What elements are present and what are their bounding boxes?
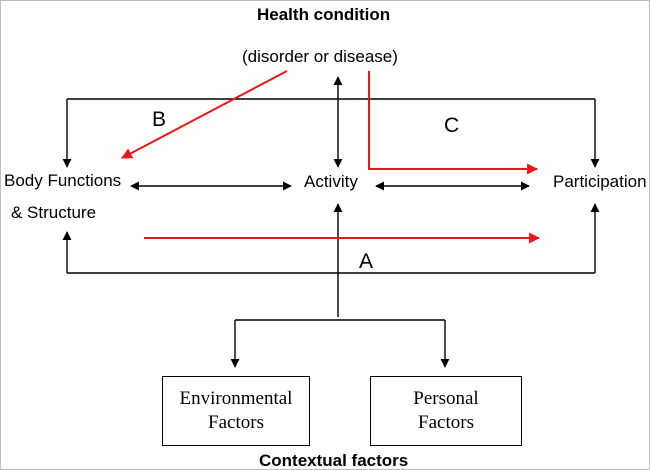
health-condition-subtitle: (disorder or disease) (242, 47, 398, 66)
personal-factors-line1: Personal (413, 388, 479, 410)
body-functions-label: Body Functions (4, 171, 122, 190)
health-condition-title: Health condition (257, 5, 391, 24)
personal-factors-line2: Factors (418, 412, 474, 433)
body-structure-label: & Structure (11, 203, 97, 222)
personal-factors-box: Personal Factors (370, 376, 522, 446)
path-b-arrow (121, 70, 288, 159)
contextual-factors-title: Contextual factors (259, 451, 409, 470)
environmental-factors-line1: Environmental (179, 388, 293, 410)
path-c-arrow (368, 71, 539, 175)
path-c-label: C (444, 114, 460, 137)
environmental-factors-line2: Factors (208, 412, 264, 433)
participation-label: Participation (553, 172, 647, 191)
environmental-factors-box: Environmental Factors (162, 376, 310, 446)
path-b-label: B (152, 108, 167, 131)
path-a-label: A (359, 250, 374, 273)
activity-label: Activity (304, 172, 358, 191)
